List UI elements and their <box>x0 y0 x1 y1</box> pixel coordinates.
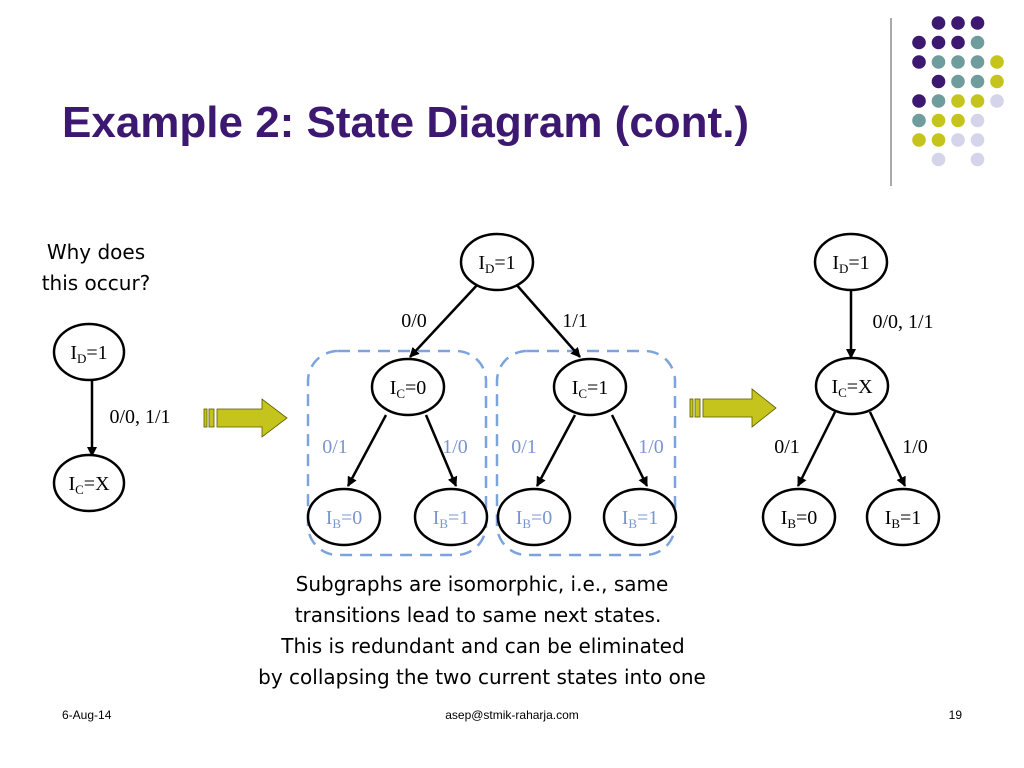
decorative-dot <box>951 16 965 30</box>
decorative-dot <box>990 74 1004 89</box>
decorative-dot <box>951 113 965 128</box>
right-diagram: ID=1 0/0, 1/1 IC=X 0/1 1/0 IB=0 IB=1 <box>761 232 941 547</box>
decorative-dot <box>912 133 926 147</box>
decorative-dot <box>970 113 985 128</box>
footer-email: asep@stmik-raharja.com <box>445 708 579 722</box>
edge-root-left <box>409 282 480 358</box>
right-node-ic-label: IC=X <box>831 376 873 400</box>
leaf-ib1-a-label: IB=1 <box>433 507 470 531</box>
question-line-1: Why does <box>47 240 145 264</box>
node-ic0 <box>370 357 446 417</box>
leaf-edge-label-4: 1/0 <box>638 436 664 458</box>
right-edge-ic-ib1 <box>868 411 907 487</box>
node-ic1 <box>552 357 628 417</box>
decorative-dot <box>970 55 985 69</box>
decorative-dot <box>951 35 965 50</box>
caption-line-2: transitions lead to same next states. <box>295 603 662 627</box>
middle-diagram: ID=1 0/0 1/1 IC=0 IC=1 0/1 1/0 0/1 1/0 I… <box>306 232 678 557</box>
leaf-ib1-b <box>602 487 678 547</box>
edge-ic0-ib1 <box>424 414 458 487</box>
decorative-dot <box>931 55 946 69</box>
decorative-dot <box>912 35 926 50</box>
edge-ic1-ib1 <box>610 414 649 487</box>
decorative-dot <box>931 152 946 167</box>
caption-line-4: by collapsing the two current states int… <box>258 665 706 689</box>
right-leaf-ib1 <box>865 487 941 547</box>
leaf-edge-label-3: 0/1 <box>511 436 537 458</box>
decorative-dot <box>970 74 985 89</box>
decorative-dot <box>951 55 965 69</box>
right-node-id-label: ID=1 <box>832 252 869 276</box>
leaf-ib1-a <box>413 487 489 547</box>
left-diagram: ID=1 IC=X 0/0, 1/1 <box>52 322 171 513</box>
edge-ic0-ib0 <box>346 414 388 487</box>
decorative-dot <box>970 152 985 167</box>
edge-label-11: 1/1 <box>562 310 588 332</box>
footer-page-number: 19 <box>949 708 963 722</box>
decorative-dot <box>951 94 965 108</box>
edge-ic1-ib0 <box>535 414 577 487</box>
decorative-dot <box>931 35 946 50</box>
node-id-root <box>459 232 535 292</box>
caption-line-1: Subgraphs are isomorphic, i.e., same <box>296 572 669 596</box>
leaf-ib0-a-label: IB=0 <box>326 507 363 531</box>
decorative-dot <box>931 16 946 30</box>
question-line-2: this occur? <box>42 271 151 295</box>
right-leaf-ib0-label: IB=0 <box>781 507 818 531</box>
node-ic1-label: IC=1 <box>572 377 609 401</box>
edge-root-right <box>514 282 581 358</box>
leaf-edge-label-2: 1/0 <box>442 436 468 458</box>
leaf-ib1-b-label: IB=1 <box>622 507 659 531</box>
footer-date: 6-Aug-14 <box>62 708 112 722</box>
node-ic0-label: IC=0 <box>390 377 427 401</box>
leaf-ib0-b-label: IB=0 <box>516 507 553 531</box>
leaf-ib0-b <box>496 487 572 547</box>
right-leaf-ib0 <box>761 487 837 547</box>
transform-arrow-1 <box>203 398 288 438</box>
edge-label-00: 0/0 <box>401 310 427 332</box>
decorative-dot <box>970 94 985 108</box>
left-node-id-label: ID=1 <box>70 342 107 366</box>
transform-arrow-2 <box>689 388 777 428</box>
decorative-dot <box>951 133 965 147</box>
decorative-dot <box>912 113 926 128</box>
node-id-root-label: ID=1 <box>478 252 515 276</box>
decorative-dot <box>970 133 985 147</box>
decorative-dot <box>970 16 985 30</box>
left-edge-label: 0/0, 1/1 <box>109 406 170 428</box>
decorative-dot <box>990 55 1004 69</box>
decorative-dot <box>931 133 946 147</box>
slide-title: Example 2: State Diagram (cont.) <box>62 98 750 147</box>
right-node-id <box>813 232 889 292</box>
decorative-dot <box>990 94 1004 108</box>
decorative-dot <box>912 94 926 108</box>
decorative-dot <box>931 113 946 128</box>
caption-line-3: This is redundant and can be eliminated <box>280 634 684 658</box>
decorative-dot <box>951 74 965 89</box>
left-node-ic <box>52 453 126 513</box>
right-edge-label-10: 1/0 <box>902 436 928 458</box>
right-edge-label-01: 0/1 <box>774 436 800 458</box>
right-leaf-ib1-label: IB=1 <box>885 507 922 531</box>
decorative-dot <box>912 55 926 69</box>
leaf-ib0-a <box>306 487 382 547</box>
right-edge-label-top: 0/0, 1/1 <box>872 311 933 333</box>
decorative-dot-grid <box>912 16 1004 167</box>
decorative-dot <box>931 94 946 108</box>
right-node-ic <box>814 356 890 416</box>
decorative-dot <box>970 35 985 50</box>
left-node-ic-label: IC=X <box>68 473 110 497</box>
leaf-edge-label-1: 0/1 <box>322 436 348 458</box>
caption: Subgraphs are isomorphic, i.e., same tra… <box>258 572 706 689</box>
right-edge-ic-ib0 <box>796 411 837 487</box>
left-node-id <box>52 322 126 382</box>
decorative-dot <box>931 74 946 89</box>
